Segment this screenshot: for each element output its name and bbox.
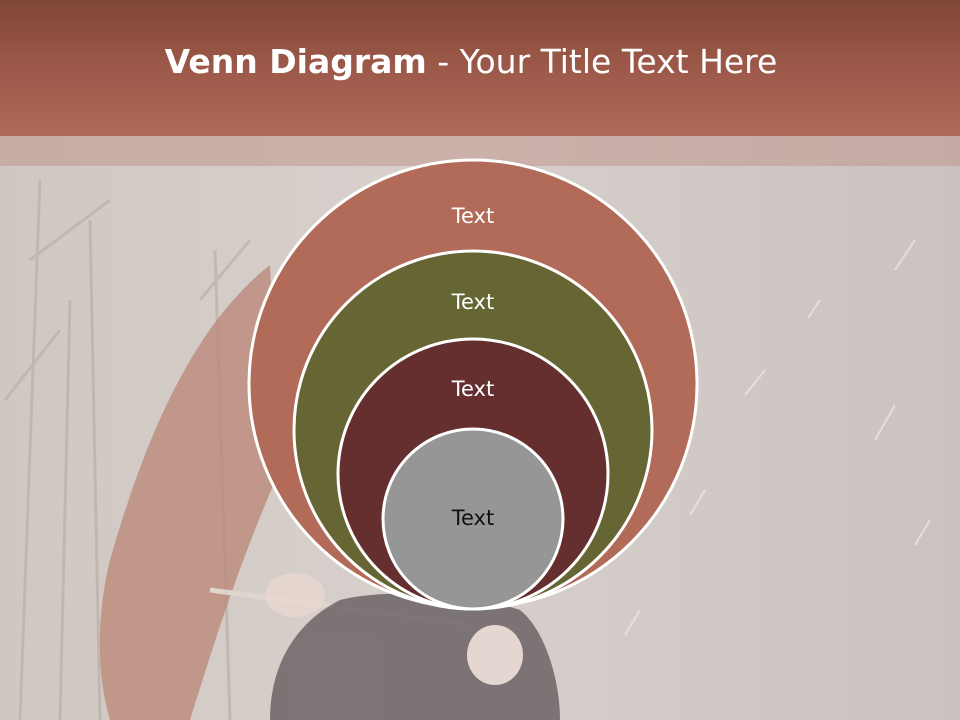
slide-title: Venn Diagram - Your Title Text Here [0, 40, 942, 84]
slide-title-rest: - Your Title Text Here [426, 42, 778, 81]
venn-circle-3-label: Text [451, 377, 494, 401]
rain-decoration [624, 239, 931, 636]
venn-circle-4 [381, 427, 565, 611]
slide-title-bold: Venn Diagram [164, 42, 427, 81]
person-decoration [265, 573, 560, 720]
title-bar [0, 0, 960, 136]
venn-circle-4-label: Text [451, 506, 494, 530]
venn-circle-1-label: Text [451, 204, 494, 228]
venn-circle-2-label: Text [451, 290, 494, 314]
